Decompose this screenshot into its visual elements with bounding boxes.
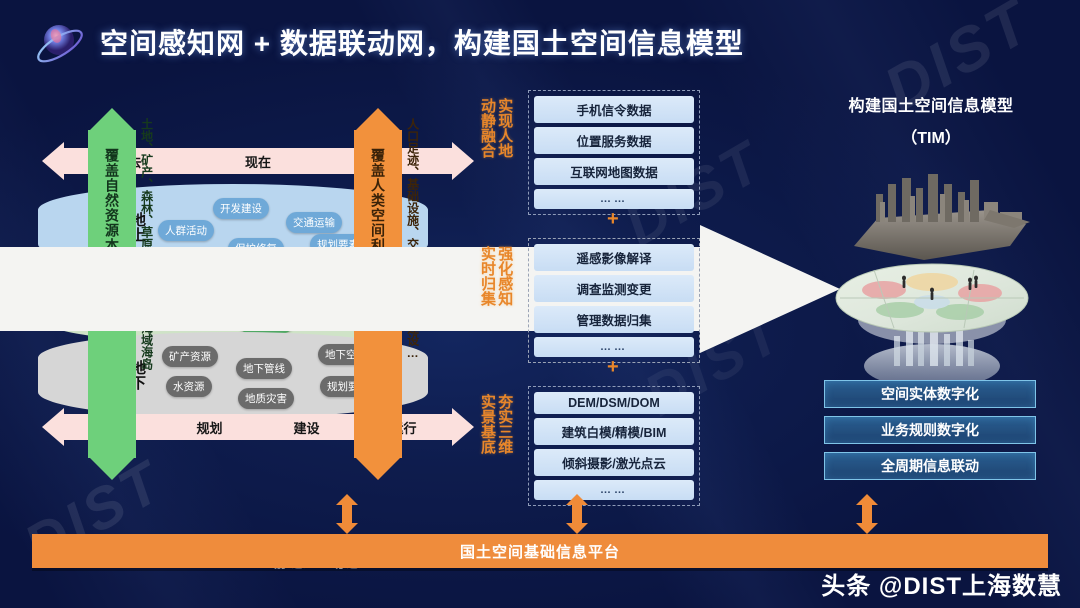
group-items-box: 手机信令数据 位置服务数据 互联网地图数据 …… xyxy=(528,90,700,215)
arrow-shaft xyxy=(342,503,352,525)
list-item[interactable]: 手机信令数据 xyxy=(534,96,694,123)
list-item-ellipsis[interactable]: …… xyxy=(534,189,694,209)
list-item[interactable]: 互联网地图数据 xyxy=(534,158,694,185)
group-title-left: 强化感知 xyxy=(496,246,514,306)
right-panel: 构建国土空间信息模型 （TIM） xyxy=(800,92,1062,522)
connector-arrow-left xyxy=(336,494,358,534)
arrow-head-left-icon xyxy=(42,142,64,180)
arrow-head-down-icon xyxy=(354,456,402,480)
group-items-box: 遥感影像解译 调查监测变更 管理数据归集 …… xyxy=(528,238,700,363)
list-item[interactable]: 调查监测变更 xyxy=(534,275,694,302)
arrow-shaft xyxy=(572,503,582,525)
page-title: 空间感知网 + 数据联动网，构建国土空间信息模型 xyxy=(100,28,744,59)
pill-item[interactable]: 开发建设 xyxy=(213,198,269,219)
header: 空间感知网 + 数据联动网，构建国土空间信息模型 xyxy=(0,0,1080,84)
arrow-head-right-icon xyxy=(452,408,474,446)
arrow-head-down-icon xyxy=(88,456,136,480)
plus-separator-icon: + xyxy=(607,356,619,378)
arrow-head-up-icon xyxy=(856,494,878,505)
group-title-left: 夯实三维 xyxy=(496,394,514,454)
pill-item[interactable]: 地下管线 xyxy=(236,358,292,379)
tim-title: 构建国土空间信息模型 xyxy=(848,98,1014,115)
group-title: 实现人地 动静融合 xyxy=(470,98,522,203)
group-title-right: 动静融合 xyxy=(479,98,496,158)
pill-item[interactable]: 人群活动 xyxy=(158,220,214,241)
arrow-head-down-icon xyxy=(856,523,878,534)
list-item[interactable]: 倾斜摄影/激光点云 xyxy=(534,449,694,476)
list-item[interactable]: 建筑白模/精模/BIM xyxy=(534,418,694,445)
list-item[interactable]: 管理数据归集 xyxy=(534,306,694,333)
pill-item[interactable]: 水资源 xyxy=(166,376,212,397)
byline: 头条 @DIST上海数慧 xyxy=(821,573,1062,600)
arrow-head-up-icon xyxy=(566,494,588,505)
middle-panel: 实现人地 动静融合 手机信令数据 位置服务数据 互联网地图数据 …… + 强化感… xyxy=(470,90,700,506)
group-title: 夯实三维 实景基底 xyxy=(470,394,522,499)
group-items-box: DEM/DSM/DOM 建筑白模/精模/BIM 倾斜摄影/激光点云 …… xyxy=(528,386,700,506)
arrow-head-down-icon xyxy=(566,523,588,534)
arrow-head-down-icon xyxy=(336,523,358,534)
right-box-1[interactable]: 空间实体数字化 xyxy=(824,380,1036,408)
plus-separator-icon: + xyxy=(607,208,619,230)
arrow-head-up-icon xyxy=(88,108,136,132)
connector-arrow-middle xyxy=(566,494,588,534)
list-item[interactable]: 遥感影像解译 xyxy=(534,244,694,271)
group-title-right: 实景基底 xyxy=(479,394,496,454)
phase-label: 建设 xyxy=(293,420,320,436)
pill-item[interactable]: 矿产资源 xyxy=(162,346,218,367)
arrow-head-left-icon xyxy=(42,408,64,446)
right-box-2[interactable]: 业务规则数字化 xyxy=(824,416,1036,444)
list-item-ellipsis[interactable]: …… xyxy=(534,480,694,500)
pill-item[interactable]: 交通运输 xyxy=(286,212,342,233)
list-item[interactable]: 位置服务数据 xyxy=(534,127,694,154)
planet-orbit-icon xyxy=(32,16,88,72)
platform-bar[interactable]: 国土空间基础信息平台 xyxy=(32,534,1048,568)
right-box-3[interactable]: 全周期信息联动 xyxy=(824,452,1036,480)
pill-item[interactable]: 地质灾害 xyxy=(238,388,294,409)
list-item[interactable]: DEM/DSM/DOM xyxy=(534,392,694,414)
arrow-shaft xyxy=(862,503,872,525)
connector-arrow-right xyxy=(856,494,878,534)
tim-subtitle: （TIM） xyxy=(901,130,961,147)
group-title: 强化感知 实时归集 xyxy=(470,246,522,351)
group-title-left: 实现人地 xyxy=(496,98,514,158)
arrow-head-right-icon xyxy=(452,142,474,180)
arrow-head-up-icon xyxy=(336,494,358,505)
time-label: 现在 xyxy=(244,154,271,170)
group-title-right: 实时归集 xyxy=(479,246,496,306)
list-item-ellipsis[interactable]: …… xyxy=(534,337,694,357)
3d-city-model-discs xyxy=(814,150,1050,410)
phase-label: 规划 xyxy=(196,420,223,436)
arrow-head-up-icon xyxy=(354,108,402,132)
